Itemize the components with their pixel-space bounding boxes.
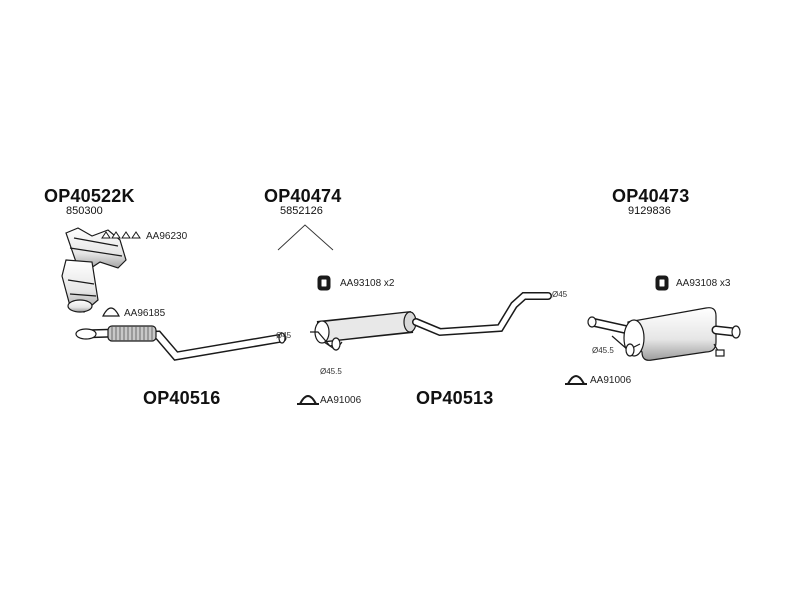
manifold-number: 850300: [66, 205, 103, 217]
rear-silencer-code[interactable]: OP40473: [612, 186, 690, 206]
gasket-part-number: AA96230: [146, 231, 188, 242]
u-bolt-clamp-icon: [565, 375, 587, 385]
rear-inlet-diameter: Ø45.5: [592, 346, 614, 355]
u-bolt-clamp-icon: [297, 395, 319, 405]
front-pipe[interactable]: [75, 325, 287, 361]
middle-hanger-part-number: AA93108 x2: [340, 278, 395, 289]
middle-clamp-part-number: AA91006: [320, 395, 362, 406]
rubber-hanger-icon: [317, 275, 331, 291]
clamp-ring-icon: [102, 307, 120, 317]
manifold-code[interactable]: OP40522K: [44, 186, 135, 206]
middle-inlet-diameter: Ø45.5: [320, 367, 342, 376]
front-pipe-diameter: Ø45: [276, 331, 292, 340]
front-pipe-code[interactable]: OP40516: [143, 388, 221, 408]
gasket-icon: [101, 231, 141, 239]
middle-kit-code[interactable]: OP40474: [264, 186, 342, 206]
middle-kit-number: 5852126: [280, 205, 323, 217]
rubber-hanger-icon: [655, 275, 669, 291]
clamp-part-number: AA96185: [124, 308, 166, 319]
middle-silencer-code[interactable]: OP40513: [416, 388, 494, 408]
middle-silencer[interactable]: [310, 292, 552, 351]
rear-hanger-part-number: AA93108 x3: [676, 278, 731, 289]
exhaust-manifold-catalyst[interactable]: [61, 227, 127, 313]
rear-clamp-part-number: AA91006: [590, 375, 632, 386]
rear-silencer-number: 9129836: [628, 205, 671, 217]
rear-silencer[interactable]: [587, 307, 741, 361]
kit-bracket-lines: [277, 224, 334, 251]
middle-outlet-diameter: Ø45: [552, 290, 568, 299]
